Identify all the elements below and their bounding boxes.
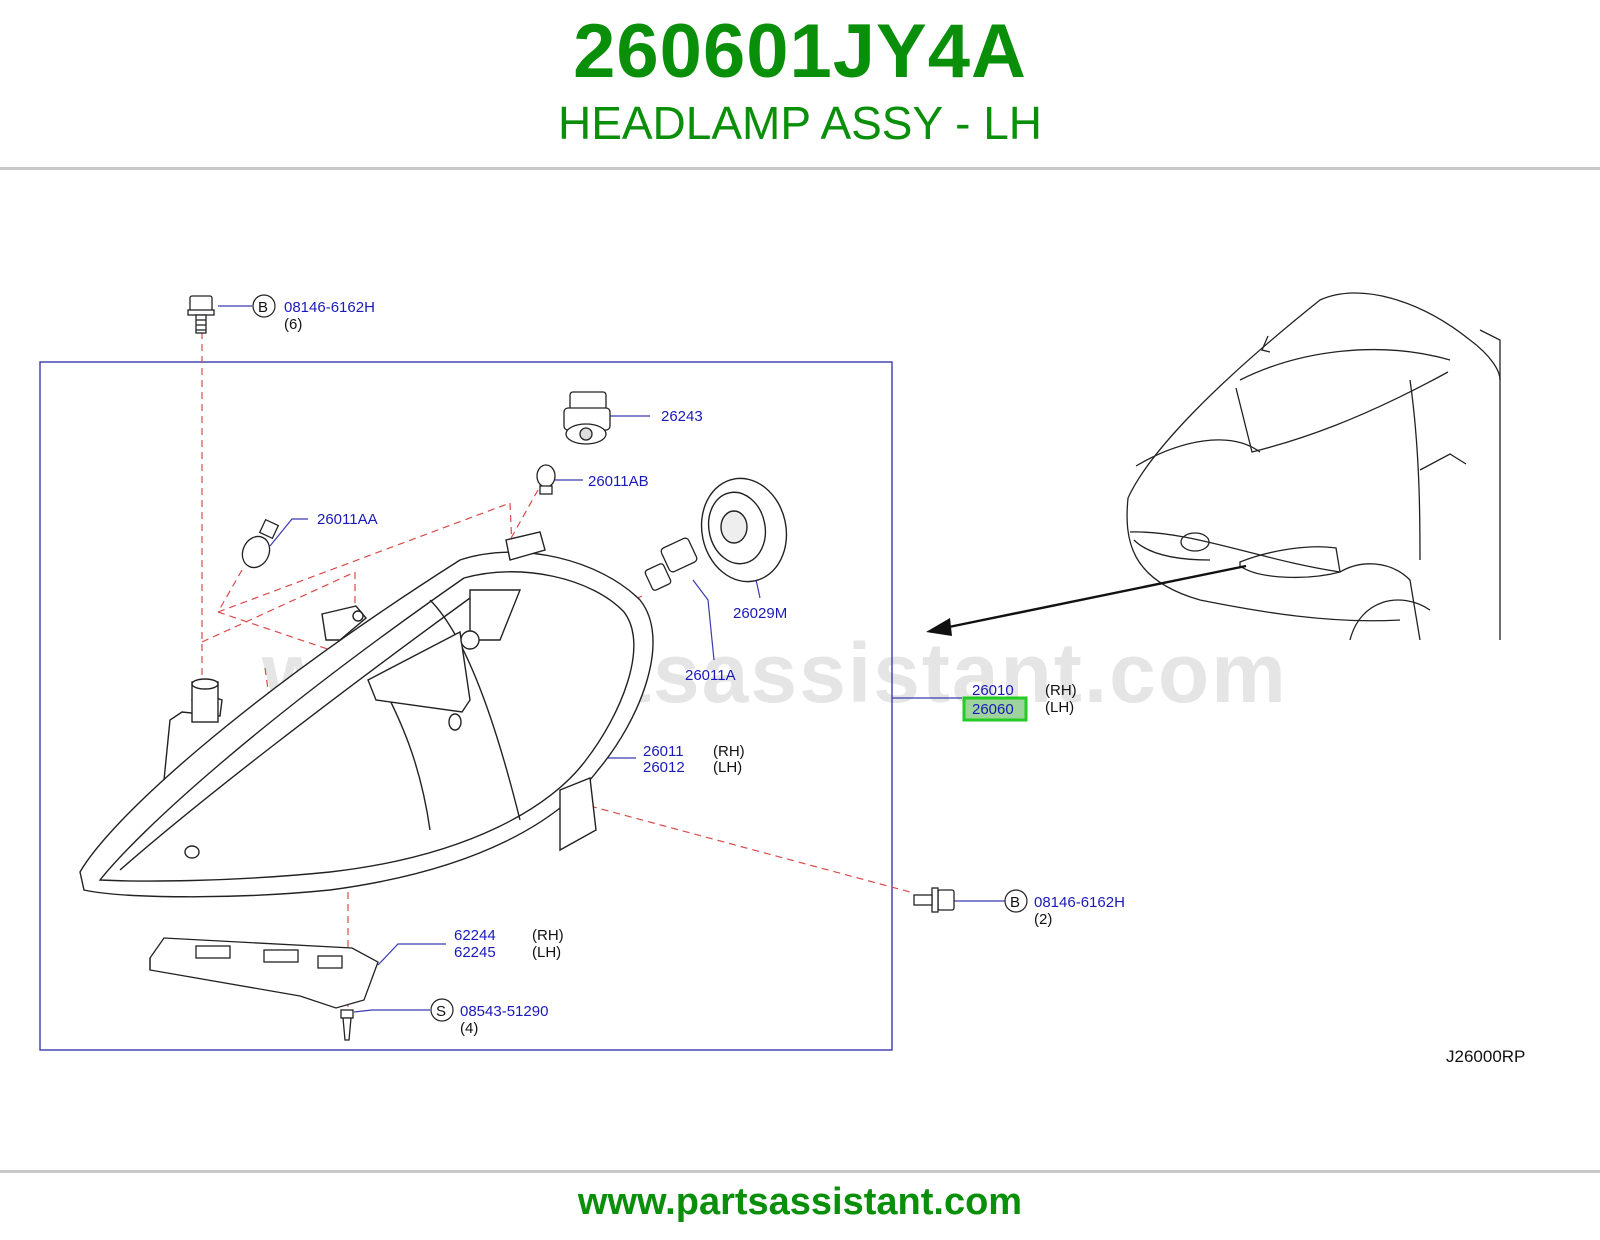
qty-side-bolt: (2) [1034,911,1052,928]
main-bulb-icon [644,537,698,591]
callout-26011AB[interactable]: 26011AB [588,473,649,490]
screw-marker-letter: S [436,1003,446,1020]
callout-62244[interactable]: 62244 [454,927,496,944]
qty-top-bolt: (6) [284,316,302,333]
turn-bulb-icon [241,518,280,569]
bolt-side-marker [1004,889,1028,913]
direction-arrow [926,564,1247,636]
side-62245: (LH) [532,944,561,961]
bolt-top-marker [252,294,276,318]
header-divider [0,167,1600,170]
small-bulb-icon [536,464,556,495]
callout-26011A[interactable]: 26011A [685,667,736,684]
callout-26011[interactable]: 26011 [643,743,684,760]
callout-08146-6162H-top[interactable]: 08146-6162H [284,299,375,316]
part-name-subtitle: HEADLAMP ASSY - LH [557,97,1043,149]
page-header: 260601JY4A HEADLAMP ASSY - LH [0,0,1600,168]
footer-url-link[interactable]: www.partsassistant.com [577,1181,1023,1223]
diagram-code: J26000RP [1446,1047,1525,1066]
bolt-top-icon [187,295,215,334]
bracket-drawing [149,937,379,1009]
callout-26029M[interactable]: 26029M [733,605,787,622]
bolt-top-marker-letter: B [258,299,268,316]
headlamp-housing-drawing [79,531,654,898]
side-26060: (LH) [1045,699,1074,716]
screw-marker [430,998,454,1022]
part-number-title: 260601JY4A [573,9,1027,94]
callout-26011AA[interactable]: 26011AA [317,511,378,528]
highlight-box [962,696,1028,722]
callout-62245[interactable]: 62245 [454,944,496,961]
side-62244: (RH) [532,927,564,944]
qty-screw: (4) [460,1020,478,1037]
vehicle-sketch [1126,292,1501,641]
callout-26012[interactable]: 26012 [643,759,685,776]
callout-26060-highlighted[interactable]: 26060 [972,701,1014,718]
assembly-frame [39,361,893,1051]
socket-icon [563,391,611,445]
callout-26010[interactable]: 26010 [972,682,1014,699]
screw-icon [340,1009,354,1041]
bolt-side-marker-letter: B [1010,894,1020,911]
callout-markers: B S B [252,294,1028,1022]
side-26012: (LH) [713,759,742,776]
callout-08543-51290[interactable]: 08543-51290 [460,1003,548,1020]
rubber-cap-icon [700,477,788,583]
side-26010: (RH) [1045,682,1077,699]
callout-08146-6162H-side[interactable]: 08146-6162H [1034,894,1125,911]
side-26011: (RH) [713,743,745,760]
footer-divider [0,1170,1600,1173]
callout-26243[interactable]: 26243 [661,408,703,425]
bolt-side-icon [913,887,955,913]
